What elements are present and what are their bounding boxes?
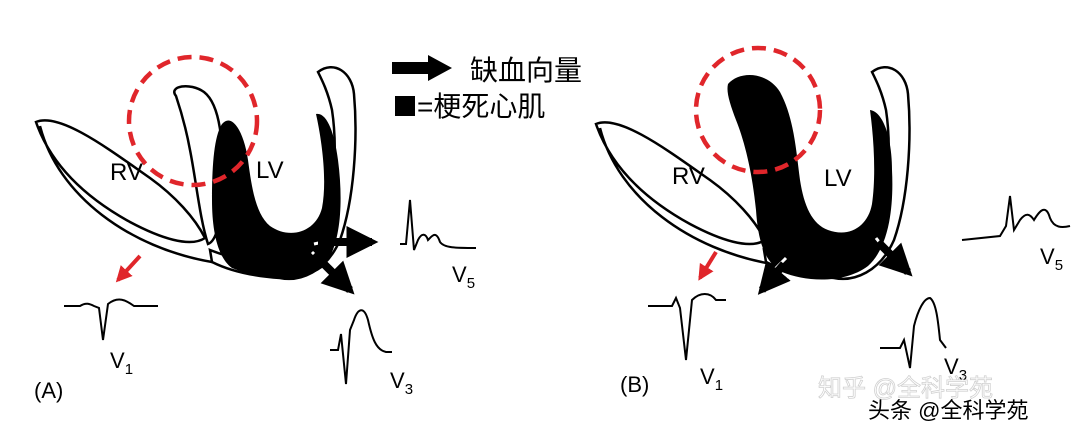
panel-tag: (B): [620, 372, 649, 397]
legend-infarct-swatch: [395, 96, 415, 116]
lead-v3-label: V3: [390, 368, 413, 398]
legend-arrow-icon: [392, 55, 452, 81]
lead-v1-label: V1: [110, 348, 133, 378]
panel-tag: (A): [34, 378, 63, 403]
lead-v5-label: V5: [1040, 244, 1063, 274]
lead-v5-label: V5: [452, 262, 475, 292]
infarct-region: [727, 75, 892, 280]
ecg-trace-v5: [400, 200, 476, 250]
vector-arrow-v3: [762, 264, 784, 290]
lead-v1-label: V1: [700, 364, 723, 394]
legend-arrow-label: 缺血向量: [470, 55, 582, 86]
rv-label: RV: [110, 159, 143, 186]
ecg-trace-v3: [330, 310, 392, 384]
lv-label: LV: [824, 165, 852, 192]
vector-arrow-v1: [118, 256, 140, 280]
ecg-trace-v5: [962, 196, 1070, 240]
ecg-trace-v3: [880, 298, 946, 368]
vector-arrow-v1: [700, 252, 716, 278]
vector-arrow-v3: [314, 254, 350, 290]
ecg-trace-v1: [648, 294, 726, 360]
legend: 缺血向量 =梗死心肌: [392, 55, 582, 122]
legend-infarct-label: =梗死心肌: [417, 91, 545, 122]
watermark-toutiao: 头条 @全科学苑: [868, 398, 1028, 423]
lv-label: LV: [256, 157, 284, 184]
panel-b: RV LV (B) V1 V3 V5: [596, 48, 1070, 397]
rv-label: RV: [672, 163, 705, 190]
ecg-trace-v1: [64, 300, 158, 340]
infarct-region: [212, 114, 341, 279]
